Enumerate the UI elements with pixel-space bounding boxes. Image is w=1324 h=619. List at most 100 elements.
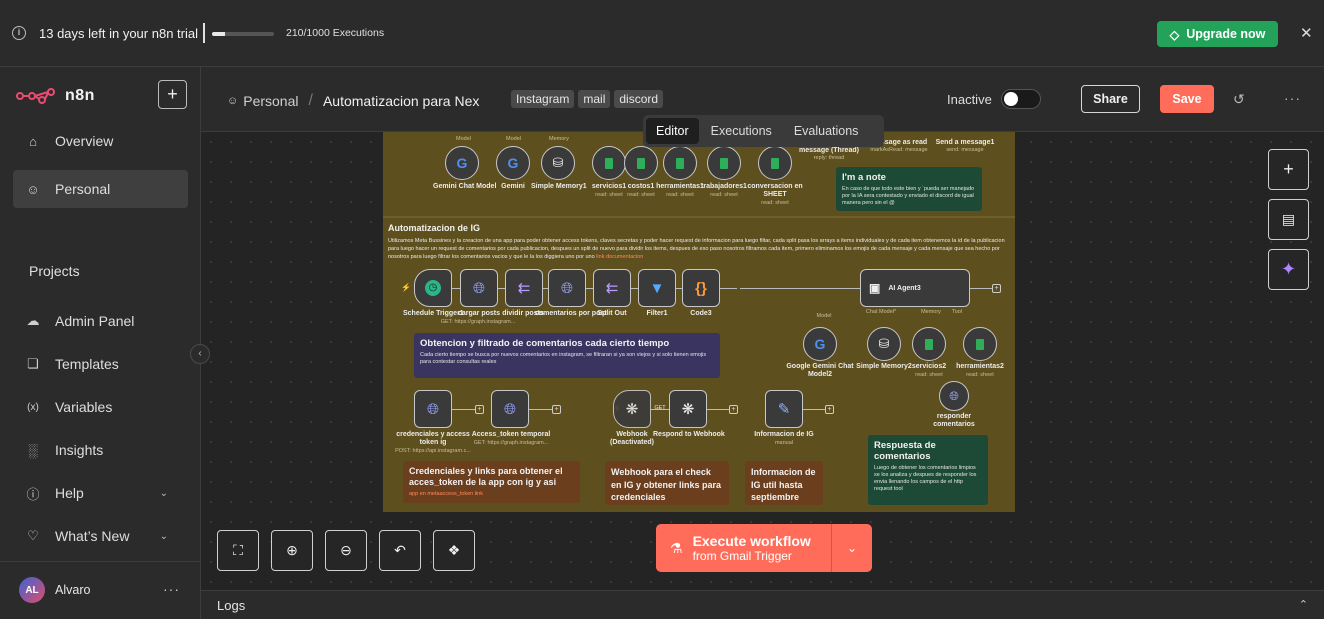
sticky-link[interactable]: app en metaaccess_token link xyxy=(409,491,483,497)
add-node-plus[interactable]: + xyxy=(825,405,834,414)
node-label: conversacion en SHEET xyxy=(747,183,803,198)
respond-to-webhook-node[interactable]: ❋ xyxy=(669,390,707,428)
simple-memory1-node[interactable]: ⛁ xyxy=(541,146,575,180)
webhook-method-badge: GET xyxy=(654,405,666,411)
herramientas2-node[interactable] xyxy=(963,327,997,361)
cargar-posts-node[interactable]: 🌐︎ xyxy=(460,269,498,307)
google-sheets-icon xyxy=(605,157,613,169)
sidebar-item-label: Personal xyxy=(55,181,111,197)
sidebar-item-personal[interactable]: ☺ Personal xyxy=(13,170,188,208)
zoom-in-button[interactable]: ⊕ xyxy=(271,530,313,571)
share-button[interactable]: Share xyxy=(1081,85,1140,113)
add-node-plus[interactable]: + xyxy=(992,284,1001,293)
close-icon[interactable]: ✕ xyxy=(1300,25,1313,42)
webhook-node[interactable]: ❋ xyxy=(613,390,651,428)
gemini-chat-model-node[interactable]: G xyxy=(445,146,479,180)
add-button[interactable]: + xyxy=(158,80,187,109)
simple-memory2-node[interactable]: ⛁ xyxy=(867,327,901,361)
sticky-note-credentials[interactable]: Credenciales y links para obtener el acc… xyxy=(403,461,580,503)
tag[interactable]: mail xyxy=(578,90,611,108)
trabajadores1-node[interactable] xyxy=(707,146,741,180)
executions-progress-fill xyxy=(212,32,226,36)
sidebar-item-admin-panel[interactable]: ☁ Admin Panel xyxy=(13,302,188,340)
sticky-note-top[interactable]: I'm a note En caso de que todo este bien… xyxy=(836,167,982,211)
conversacion-sheet-node[interactable] xyxy=(758,146,792,180)
google-gemini-chat-model2-node[interactable]: G xyxy=(803,327,837,361)
n8n-logo[interactable]: n8n xyxy=(16,87,95,105)
sidebar-item-overview[interactable]: ⌂ Overview xyxy=(13,122,188,160)
herramientas1-node[interactable] xyxy=(663,146,697,180)
breadcrumb-project[interactable]: ☺ Personal xyxy=(227,93,299,109)
workflow-tags[interactable]: Instagram mail discord xyxy=(511,90,664,108)
upgrade-button[interactable]: ◇ Upgrade now xyxy=(1157,21,1278,47)
sidebar-item-label: Insights xyxy=(55,442,104,458)
google-sheets-icon xyxy=(637,157,645,169)
chevron-down-icon: ⌄ xyxy=(846,541,858,555)
workflow-name[interactable]: Automatizacion para Nex xyxy=(322,93,480,109)
more-options-icon[interactable]: ··· xyxy=(1284,90,1301,106)
documentation-link[interactable]: link documentacion xyxy=(596,254,644,260)
active-toggle[interactable] xyxy=(1001,89,1041,109)
node-label: Send a message1 xyxy=(935,139,995,146)
gemini-node[interactable]: G xyxy=(496,146,530,180)
responder-comentarios-node[interactable]: 🌐︎ xyxy=(939,381,969,411)
diamond-icon: ◇ xyxy=(1169,27,1180,42)
node-label: Schedule Trigger1 xyxy=(403,310,464,317)
credenciales-node[interactable]: 🌐︎ xyxy=(414,390,452,428)
schedule-trigger-node[interactable]: ◷ xyxy=(414,269,452,307)
add-sticky-button[interactable]: ▤ xyxy=(1268,199,1309,240)
tag[interactable]: discord xyxy=(614,90,664,108)
collapse-sidebar-button[interactable]: ‹ xyxy=(190,344,210,364)
sticky-note-webhook[interactable]: Webhook para el check en IG y obtener li… xyxy=(605,461,729,505)
add-node-plus[interactable]: + xyxy=(552,405,561,414)
sidebar-item-help[interactable]: ⓘ Help ⌄ xyxy=(13,474,188,512)
tab-executions[interactable]: Executions xyxy=(710,124,772,138)
split-out-node[interactable]: ⇇ xyxy=(593,269,631,307)
sticky-note-respuesta[interactable]: Respuesta de comentarios Luego de obtene… xyxy=(868,435,988,505)
chevron-up-icon[interactable]: ⌃ xyxy=(1298,599,1308,611)
ai-agent3-node[interactable]: ▣ AI Agent3 xyxy=(860,269,970,307)
add-node-button[interactable]: + xyxy=(1268,149,1309,190)
servicios1-node[interactable] xyxy=(592,146,626,180)
comentarios-por-post-node[interactable]: 🌐︎ xyxy=(548,269,586,307)
sidebar-item-insights[interactable]: ░ Insights xyxy=(13,431,188,469)
execute-main[interactable]: ⚗ Execute workflow from Gmail Trigger xyxy=(656,524,831,572)
costos1-node[interactable] xyxy=(624,146,658,180)
connection-line xyxy=(452,409,476,410)
ai-assistant-button[interactable]: ✦ xyxy=(1268,249,1309,290)
tab-evaluations[interactable]: Evaluations xyxy=(793,124,859,138)
execute-dropdown[interactable]: ⌄ xyxy=(831,524,872,572)
save-button[interactable]: Save xyxy=(1160,85,1214,113)
box-icon: ❏ xyxy=(27,356,39,371)
user-profile[interactable]: AL Alvaro xyxy=(19,577,90,603)
add-node-plus[interactable]: + xyxy=(475,405,484,414)
logs-panel[interactable]: Logs ⌃ xyxy=(201,590,1324,619)
workflow-nodes-area[interactable]: Model Model Memory G Gemini Chat Model G… xyxy=(383,132,1015,512)
tidy-up-button[interactable]: ❖ xyxy=(433,530,475,571)
servicios2-node[interactable] xyxy=(912,327,946,361)
tab-editor[interactable]: Editor xyxy=(646,118,699,144)
sidebar-item-whats-new[interactable]: ♡ What’s New ⌄ xyxy=(13,517,188,555)
sidebar-item-templates[interactable]: ❏ Templates xyxy=(13,345,188,383)
dividir-posts-node[interactable]: ⇇ xyxy=(505,269,543,307)
node-subtitle: read: sheet xyxy=(627,192,655,198)
node-label: servicios1 xyxy=(591,183,627,190)
filter1-node[interactable]: ▼ xyxy=(638,269,676,307)
sticky-note-info[interactable]: Informacion de IG util hasta septiembre xyxy=(745,461,823,505)
webhook-icon: ❋ xyxy=(625,401,639,418)
more-options-icon[interactable]: ··· xyxy=(163,581,180,597)
database-icon: ⛁ xyxy=(552,155,564,170)
execute-workflow-button[interactable]: ⚗ Execute workflow from Gmail Trigger ⌄ xyxy=(656,524,872,572)
zoom-to-fit-button[interactable]: ⛶ xyxy=(217,530,259,571)
add-node-plus[interactable]: + xyxy=(729,405,738,414)
history-icon[interactable]: ↺ xyxy=(1233,91,1245,107)
sticky-note-filter[interactable]: Obtencion y filtrado de comentarios cada… xyxy=(414,333,720,378)
access-token-node[interactable]: 🌐︎ xyxy=(491,390,529,428)
code3-node[interactable]: {} xyxy=(682,269,720,307)
zoom-out-button[interactable]: ⊖ xyxy=(325,530,367,571)
tag[interactable]: Instagram xyxy=(511,90,575,108)
reset-zoom-button[interactable]: ↶ xyxy=(379,530,421,571)
trial-text: 13 days left in your n8n trial xyxy=(39,26,198,41)
informacion-ig-node[interactable]: ✎ xyxy=(765,390,803,428)
sidebar-item-variables[interactable]: (x) Variables xyxy=(13,388,188,426)
